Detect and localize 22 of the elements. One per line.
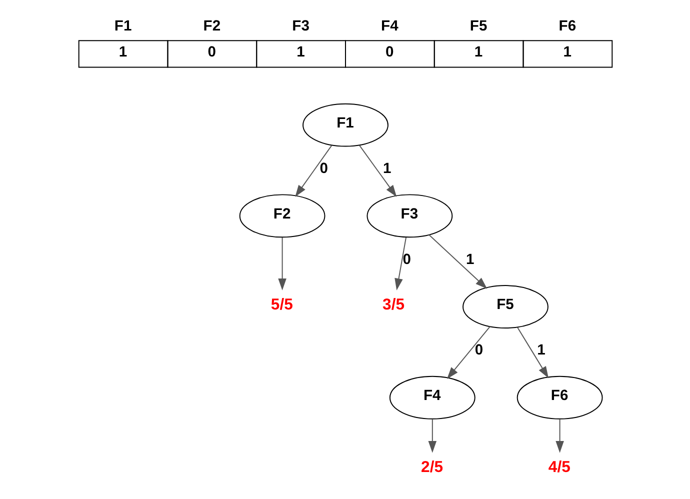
label: F3 (292, 18, 309, 35)
node-text: 3/5 (382, 296, 404, 314)
node-text: 2/5 (420, 459, 443, 476)
edge-label: 0 (402, 252, 411, 268)
label: 0 (207, 44, 216, 60)
edge-label: 1 (536, 342, 545, 359)
label: F6 (558, 18, 576, 35)
edge-label: 1 (465, 252, 474, 268)
label: 1 (296, 44, 304, 60)
label: F5 (469, 18, 487, 35)
label: F1 (114, 18, 132, 35)
node-text: 4/5 (548, 459, 570, 476)
label: 1 (118, 44, 127, 60)
label: 0 (384, 44, 394, 60)
node-text: 5/5 (270, 296, 292, 314)
edge-label: 1 (382, 160, 391, 177)
label: F2 (202, 18, 220, 35)
label: F4 (380, 18, 398, 35)
edge-label: 0 (319, 160, 328, 177)
edge-label: 0 (474, 342, 483, 359)
label: 1 (474, 44, 482, 60)
label: 1 (562, 44, 571, 60)
